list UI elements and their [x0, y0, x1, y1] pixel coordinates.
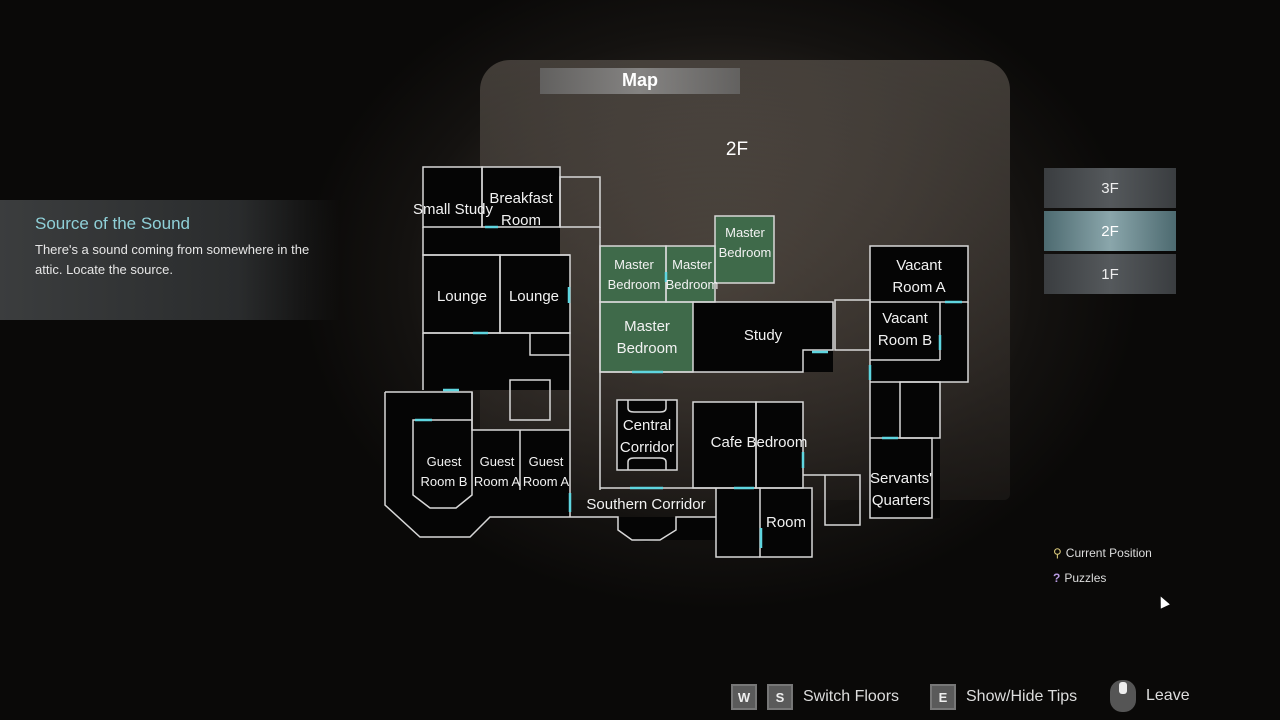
location-pin-icon: ⚲ [1053, 545, 1062, 560]
key-w-icon: W [731, 684, 757, 710]
room-guest-a-2[interactable]: Guest Room A [522, 454, 570, 489]
show-hide-tips-hint[interactable]: E Show/Hide Tips [930, 684, 1077, 710]
question-mark-icon: ? [1053, 570, 1061, 585]
leave-hint[interactable]: Leave [1110, 680, 1190, 712]
room-guest-a-1[interactable]: Guest Room A [473, 454, 521, 489]
page-title: Map [622, 70, 658, 90]
room-master-bedroom-3[interactable]: Master Bedroom [718, 225, 772, 260]
room-master-bedroom-4[interactable]: Master Bedroom [616, 318, 678, 357]
room-vacant-a[interactable]: Vacant Room A [892, 257, 946, 296]
title-bar [540, 68, 740, 94]
leave-label: Leave [1146, 687, 1190, 704]
legend-puzzles: Puzzles [1064, 570, 1107, 585]
legend-current-position: Current Position [1065, 545, 1152, 560]
switch-floors-label: Switch Floors [803, 688, 900, 705]
room-central-corridor[interactable]: Central Corridor [619, 417, 675, 456]
floor-2f-button[interactable]: 2F [1044, 211, 1176, 251]
room-vacant-b[interactable]: Vacant Room B [877, 310, 933, 349]
room-lounge-1[interactable]: Lounge [436, 288, 488, 305]
key-s-icon: S [767, 684, 793, 710]
rooms-fill [385, 167, 968, 557]
room-cafe-bedroom[interactable]: Cafe Bedroom [710, 434, 808, 451]
objective-body: There's a sound coming from somewhere in… [35, 242, 310, 277]
visited-rooms [600, 216, 774, 372]
floor-3f-button[interactable]: 3F [1044, 168, 1176, 208]
map-legend: ⚲Current Position ?Puzzles [1053, 540, 1152, 590]
room-lounge-2[interactable]: Lounge [508, 288, 560, 305]
floor-selector: 3F 2F 1F [1044, 168, 1176, 297]
mouse-icon [1110, 680, 1136, 712]
current-floor-label: 2F [725, 139, 749, 160]
switch-floors-hint[interactable]: W S Switch Floors [731, 684, 899, 710]
room-master-bedroom-2[interactable]: Master Bedroom [665, 257, 719, 292]
room-small-study[interactable]: Small Study [412, 201, 494, 218]
floor-1f-button[interactable]: 1F [1044, 254, 1176, 294]
objective-title: Source of the Sound [35, 214, 191, 233]
show-hide-tips-label: Show/Hide Tips [966, 688, 1078, 705]
room-study[interactable]: Study [743, 327, 783, 344]
room-servants-quarters[interactable]: Servants' Quarters [869, 470, 933, 509]
room-room[interactable]: Room [765, 514, 807, 531]
room-master-bedroom-1[interactable]: Master Bedroom [607, 257, 661, 292]
doors [415, 225, 962, 548]
objective-tip: Source of the Sound There's a sound comi… [0, 200, 340, 320]
walls [384, 166, 969, 558]
key-e-icon: E [930, 684, 956, 710]
room-breakfast-room[interactable]: Breakfast Room [489, 190, 553, 229]
room-southern-corridor[interactable]: Southern Corridor [586, 496, 706, 513]
room-guest-b[interactable]: Guest Room B [420, 454, 468, 489]
